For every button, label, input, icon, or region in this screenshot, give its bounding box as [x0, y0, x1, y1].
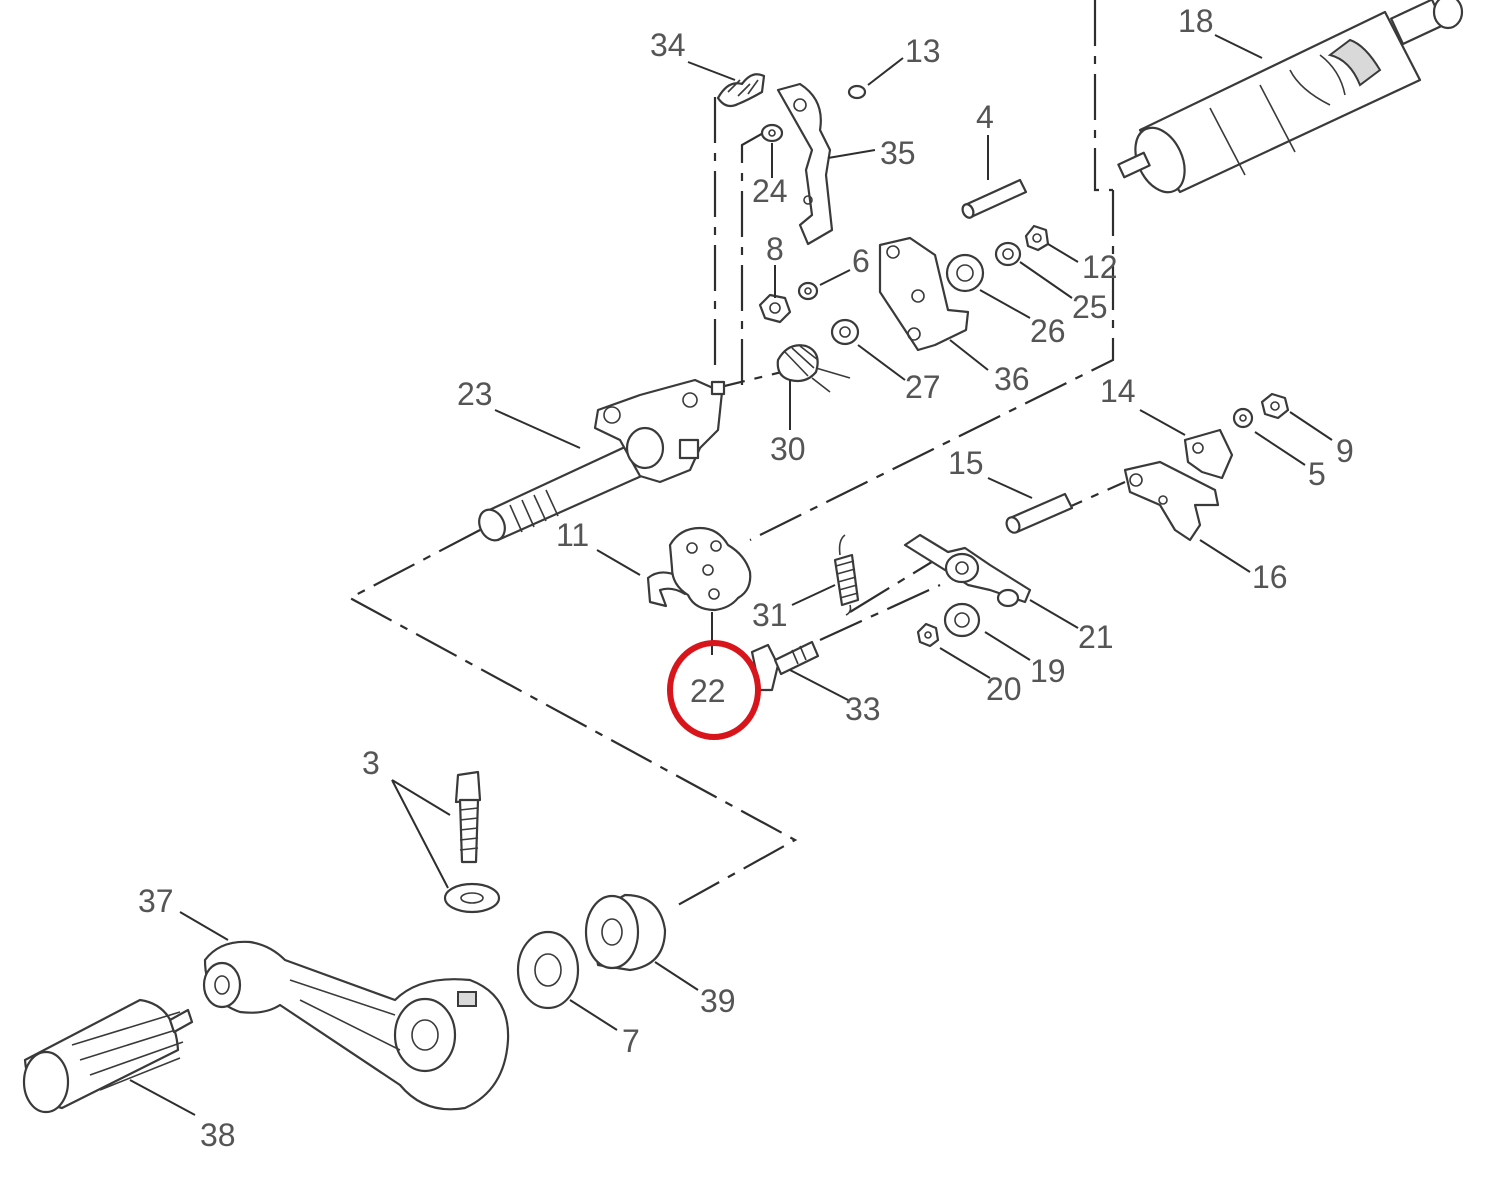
part-5-washer	[1232, 407, 1254, 429]
part-31-spring	[833, 534, 860, 616]
callout-26: 26	[1030, 313, 1066, 349]
callout-25: 25	[1072, 289, 1108, 325]
callout-23: 23	[457, 376, 493, 412]
callout-labels: 34 13 18 35 4 24 8 6 12 25 26 36 27 30 2…	[138, 3, 1354, 1153]
callout-14: 14	[1100, 373, 1136, 409]
part-16-lever-plate	[1123, 460, 1220, 542]
callout-8: 8	[766, 231, 784, 267]
part-23-shift-shaft	[478, 378, 726, 542]
callout-18: 18	[1178, 3, 1214, 39]
part-34-spring	[716, 73, 766, 108]
part-8-nut	[758, 293, 792, 324]
callout-22: 22	[690, 673, 726, 709]
part-3-washer	[443, 882, 501, 914]
callout-6: 6	[852, 243, 870, 279]
assembly-dashed-lines	[299, 0, 1126, 1012]
callout-3: 3	[362, 745, 380, 781]
callout-31: 31	[752, 597, 788, 633]
part-18-shift-drum	[1117, 0, 1464, 194]
part-9-nut	[1260, 392, 1290, 420]
part-37-shift-lever	[202, 940, 510, 1111]
part-39-bushing	[584, 893, 667, 972]
callout-4: 4	[976, 99, 994, 135]
part-19-bushing	[943, 602, 981, 638]
callout-9: 9	[1336, 433, 1354, 469]
callout-27: 27	[905, 369, 941, 405]
part-22-cam-plate	[668, 526, 752, 612]
callout-33: 33	[845, 691, 881, 727]
part-4-pin	[961, 178, 1028, 219]
callout-21: 21	[1078, 619, 1114, 655]
callout-16: 16	[1252, 559, 1288, 595]
callout-24: 24	[752, 173, 788, 209]
callout-38: 38	[200, 1117, 236, 1153]
part-13-clip	[847, 84, 867, 100]
callout-35: 35	[880, 135, 916, 171]
callout-19: 19	[1030, 653, 1066, 689]
part-21-shift-arm	[903, 533, 1032, 608]
callout-11: 11	[556, 517, 589, 553]
callout-39: 39	[700, 983, 736, 1019]
part-36-bracket	[878, 236, 970, 352]
callout-13: 13	[905, 33, 941, 69]
part-38-foot-peg	[22, 998, 194, 1114]
leader-lines	[129, 34, 1333, 1116]
part-25-washer	[994, 241, 1022, 267]
callout-5: 5	[1308, 456, 1326, 492]
part-24-washer	[760, 123, 784, 143]
part-35-plate	[776, 82, 834, 246]
part-6-washer	[797, 281, 819, 301]
part-30-spring	[776, 344, 851, 393]
callout-37: 37	[138, 883, 174, 919]
callout-36: 36	[994, 361, 1030, 397]
callout-30: 30	[770, 431, 806, 467]
part-26-bushing	[945, 253, 985, 293]
callout-34: 34	[650, 27, 686, 63]
highlight-circle	[667, 640, 761, 740]
part-7-washer	[516, 930, 580, 1010]
callout-15: 15	[948, 445, 984, 481]
callout-20: 20	[986, 671, 1022, 707]
callout-12: 12	[1082, 249, 1118, 285]
callout-7: 7	[622, 1023, 640, 1059]
part-15-pin	[1005, 492, 1074, 534]
part-12-nut	[1024, 224, 1050, 252]
part-27-washer	[830, 318, 860, 346]
part-3-bolt	[454, 770, 482, 864]
part-20-nut	[916, 622, 940, 648]
part-14-plate	[1183, 428, 1234, 480]
part-33-stud	[750, 640, 820, 692]
